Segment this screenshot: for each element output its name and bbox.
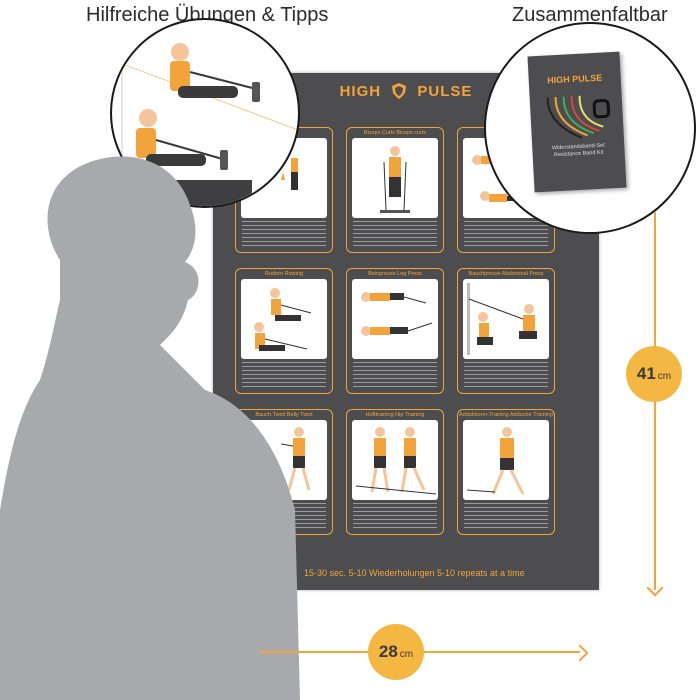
height-unit: cm [657, 370, 672, 382]
booklet-title: Widerstandsband-Set Resistance Band Kit [532, 142, 625, 161]
exercise-card: Hüfttraining Hip Training [346, 409, 444, 535]
exercise-card: Beinpresse Leg Press [346, 268, 444, 394]
exercise-card: Adduktoren-Training Adductor Training [457, 409, 555, 535]
exercise-instructions [464, 503, 548, 530]
exercise-instructions [464, 221, 548, 248]
exercise-title: Bizeps Curls Biceps curls [363, 130, 427, 136]
booklet-brand: HIGH PULSE [547, 72, 603, 86]
shield-logo-icon [392, 83, 407, 99]
exercise-instructions [353, 503, 437, 530]
exercise-illustration [352, 138, 438, 218]
exercise-instructions [353, 221, 437, 248]
resistance-bands-icon [546, 95, 611, 139]
width-badge: 28 cm [368, 624, 424, 680]
exercise-title: Bauchpresse Abdominal Press [468, 271, 544, 277]
width-unit: cm [399, 648, 414, 660]
exercise-illustration [352, 279, 438, 359]
exercise-title: Beinpresse Leg Press [368, 271, 422, 277]
brand-left-text: HIGH [339, 83, 382, 100]
width-value: 28 [378, 642, 398, 661]
person-silhouette [0, 156, 300, 700]
exercise-illustration [352, 420, 438, 500]
exercise-instructions [242, 362, 326, 389]
exercise-illustration [463, 420, 549, 500]
exercise-card: Rudern Rowing [235, 268, 333, 394]
exercise-title: Bauch-Twist Belly Twist [255, 412, 313, 418]
exercise-title: Adduktoren-Training Adductor Training [459, 412, 553, 418]
exercise-title: Hüfttraining Hip Training [365, 412, 425, 418]
booklet-circle: HIGH PULSE Widerstandsband-Set Resistanc… [484, 22, 696, 234]
height-value: 41 [636, 364, 656, 383]
exercise-card: Bizeps Curls Biceps curls [346, 127, 444, 253]
brand-right-text: PULSE [417, 83, 473, 100]
poster-brand: HIGH PULSE [213, 83, 599, 100]
exercise-instructions [353, 362, 437, 389]
exercise-illustration [241, 279, 327, 359]
arrow-down-icon [646, 579, 664, 597]
heading-exercises-tips: Hilfreiche Übungen & Tipps [86, 4, 329, 26]
arrow-right-icon [571, 644, 589, 662]
exercise-instructions [464, 362, 548, 389]
repetition-info: 15-30 sec. 5-10 Wiederholungen 5-10 repe… [303, 568, 525, 578]
exercise-instructions [242, 221, 326, 248]
exercise-illustration [463, 279, 549, 359]
exercise-card: Bauchpresse Abdominal Press [457, 268, 555, 394]
exercise-title: Rudern Rowing [265, 271, 303, 277]
folded-booklet: HIGH PULSE Widerstandsband-Set Resistanc… [527, 51, 627, 193]
heading-foldable: Zusammenfaltbar [512, 4, 668, 26]
height-badge: 41 cm [626, 346, 682, 402]
